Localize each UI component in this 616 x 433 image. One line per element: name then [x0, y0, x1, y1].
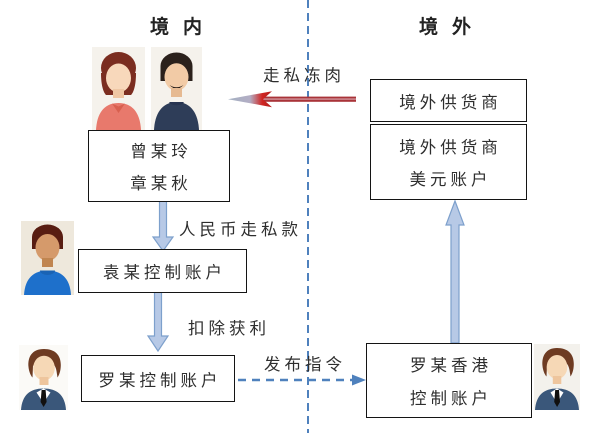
node-overseas-supplier: 境外供货商: [370, 79, 527, 122]
edge-label-issue-instructions: 发布指令: [264, 355, 346, 374]
node-overseas-supplier-label: 境外供货商: [399, 92, 502, 112]
node-luo-hk-line2: 控制账户: [410, 388, 492, 408]
edge-label-smuggled-frozen-meat: 走私冻肉: [263, 66, 345, 85]
deduct-profit-down-arrow: [146, 291, 170, 353]
node-yuan-account-label: 袁某控制账户: [103, 263, 226, 282]
man-suit-icon: [534, 344, 580, 410]
node-zeng-zhang-line1: 曾某玲: [130, 142, 192, 162]
man-mustache-navy-icon: [151, 47, 202, 130]
node-yuan-controlled-account: 袁某控制账户: [78, 249, 247, 293]
node-luo-account-label: 罗某控制账户: [98, 370, 222, 390]
node-supplier-usd-line1: 境外供货商: [399, 137, 502, 157]
issue-order-dashed-arrow: [238, 374, 366, 386]
region-label-domestic: 境内: [150, 17, 217, 38]
rmb-payment-down-arrow: [151, 199, 175, 253]
man-blue-shirt-icon: [21, 221, 74, 295]
node-supplier-usd-line2: 美元账户: [409, 170, 492, 190]
node-zeng-zhang: 曾某玲 章某秋: [88, 130, 230, 202]
edge-label-deduct-profit: 扣除获利: [188, 319, 270, 338]
edge-label-rmb-smuggling-payment: 人民币走私款: [179, 220, 302, 239]
node-overseas-supplier-usd-account: 境外供货商 美元账户: [370, 124, 527, 200]
node-luo-hk-controlled-account: 罗某香港 控制账户: [366, 343, 532, 418]
node-zeng-zhang-line2: 章某秋: [130, 173, 192, 193]
remit-up-arrow: [445, 199, 465, 344]
region-label-overseas: 境外: [419, 17, 486, 38]
woman-red-top-icon: [92, 47, 145, 130]
node-luo-controlled-account: 罗某控制账户: [81, 355, 235, 402]
smuggle-meat-arrow: [228, 91, 356, 108]
node-luo-hk-line1: 罗某香港: [410, 356, 492, 376]
man-suit-icon: [19, 345, 68, 410]
